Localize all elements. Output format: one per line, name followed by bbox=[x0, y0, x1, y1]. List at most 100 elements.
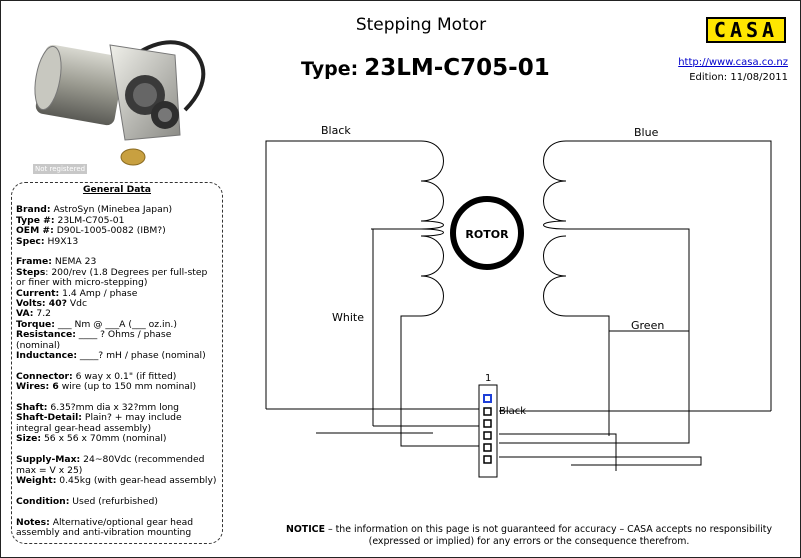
spec-value: Plain? + may include integral gear-head … bbox=[16, 412, 182, 434]
spec-value: Used (refurbished) bbox=[69, 495, 158, 507]
spec-value: 1.4 Amp / phase bbox=[59, 287, 138, 299]
website-link[interactable]: http://www.casa.co.nz bbox=[678, 57, 788, 68]
spec-row: Resistance: ____ ? Ohms / phase (nominal… bbox=[16, 329, 218, 351]
casa-logo: CASA bbox=[706, 17, 786, 43]
spec-row: Condition: Used (refurbished) bbox=[16, 495, 218, 507]
type-label: Type: bbox=[301, 58, 359, 80]
spec-row: Torque: ___ Nm @ ___A (___ oz.in.) bbox=[16, 318, 218, 330]
spec-value: 6.35?mm dia x 32?mm long bbox=[47, 402, 180, 414]
spec-row: Connector: 6 way x 0.1" (if fitted) bbox=[16, 370, 218, 382]
photo-watermark: Not registered bbox=[33, 164, 88, 174]
disclaimer-notice: NOTICE – the information on this page is… bbox=[269, 524, 789, 548]
rotor-label: ROTOR bbox=[465, 228, 509, 241]
spec-value: AstroSyn (Minebea Japan) bbox=[50, 204, 173, 216]
spec-label: Steps bbox=[16, 266, 46, 278]
spec-row: Notes: Alternative/optional gear head as… bbox=[16, 516, 218, 539]
connector-pin-4 bbox=[483, 431, 492, 440]
general-data-rows: Brand: AstroSyn (Minebea Japan)Type #: 2… bbox=[16, 205, 218, 538]
spec-label: Spec: bbox=[16, 235, 45, 247]
notice-text: – the information on this page is not gu… bbox=[324, 524, 773, 547]
left-coil-lower bbox=[371, 228, 444, 411]
spec-row: OEM #: D90L-1005-0082 (IBM?) bbox=[16, 226, 218, 236]
spec-value: NEMA 23 bbox=[51, 256, 97, 268]
wire-right-lower bbox=[499, 421, 690, 444]
spec-row: Supply-Max: 24~80Vdc (recommended max = … bbox=[16, 454, 218, 476]
rotor-circle bbox=[450, 196, 524, 270]
spec-label: OEM #: bbox=[16, 225, 54, 237]
wire-right-center bbox=[499, 433, 617, 471]
wire-white-to-connector bbox=[400, 411, 491, 447]
connector-pin-number: 1 bbox=[485, 373, 491, 384]
motor-photo bbox=[15, 15, 225, 175]
spec-label: Frame: bbox=[16, 256, 52, 268]
spec-value: H9X13 bbox=[44, 235, 79, 247]
connector-pin-5 bbox=[483, 443, 492, 452]
spec-label: Torque: bbox=[16, 318, 55, 330]
connector-pin-1 bbox=[483, 394, 492, 403]
spec-label: Wires: 6 bbox=[16, 381, 59, 393]
wire-label-white: White bbox=[332, 311, 364, 324]
spec-row: Size: 56 x 56 x 70mm (nominal) bbox=[16, 434, 218, 444]
spec-row: Current: 1.4 Amp / phase bbox=[16, 287, 218, 299]
general-data-panel: General Data Brand: AstroSyn (Minebea Ja… bbox=[11, 182, 223, 544]
page-title: Stepping Motor bbox=[355, 15, 487, 35]
spec-value: 24~80Vdc (recommended max = V x 25) bbox=[16, 454, 205, 476]
connector-pins bbox=[483, 394, 492, 464]
spec-row: Shaft-Detail: Plain? + may include integ… bbox=[16, 413, 218, 434]
spec-label: Weight: bbox=[16, 474, 57, 486]
spec-label: VA: bbox=[16, 308, 34, 320]
spec-value: Vdc bbox=[66, 298, 88, 310]
spec-row: Spec: H9X13 bbox=[16, 235, 218, 247]
spec-label: Condition: bbox=[16, 495, 70, 507]
spec-value: 0.45kg (with gear-head assembly) bbox=[56, 474, 217, 486]
wire-label-blue: Blue bbox=[634, 126, 659, 139]
connector-pin-2 bbox=[483, 407, 492, 416]
left-coil-upper bbox=[265, 140, 444, 426]
type-line: Type:23LM-C705-01 bbox=[301, 55, 550, 81]
edition-date: Edition: 11/08/2011 bbox=[689, 72, 788, 83]
spec-label: Shaft: bbox=[16, 402, 48, 414]
spec-row: Weight: 0.45kg (with gear-head assembly) bbox=[16, 474, 218, 486]
general-data-heading: General Data bbox=[82, 184, 152, 195]
spec-value: 23LM-C705-01 bbox=[54, 214, 125, 226]
spec-row: Frame: NEMA 23 bbox=[16, 257, 218, 267]
spec-value: Alternative/optional gear head assembly … bbox=[16, 516, 194, 538]
spec-row: Steps: 200/rev (1.8 Degrees per full-ste… bbox=[16, 266, 218, 289]
spec-label: Resistance: bbox=[16, 329, 76, 341]
type-value: 23LM-C705-01 bbox=[364, 55, 550, 81]
spec-label: Supply-Max: bbox=[16, 454, 81, 466]
wire-label-black: Black bbox=[321, 124, 351, 137]
right-green-lead bbox=[608, 316, 689, 332]
spec-row: Shaft: 6.35?mm dia x 32?mm long bbox=[16, 402, 218, 414]
spec-row: Brand: AstroSyn (Minebea Japan) bbox=[16, 205, 218, 215]
right-coil-upper bbox=[543, 140, 772, 411]
wire-label-green: Green bbox=[631, 319, 664, 332]
spec-value: 7.2 bbox=[33, 308, 51, 320]
spec-value: 6 way x 0.1" (if fitted) bbox=[72, 370, 177, 382]
spec-row: Volts: 40? Vdc bbox=[16, 298, 218, 310]
spec-row: Type #: 23LM-C705-01 bbox=[16, 214, 218, 226]
spec-value: 56 x 56 x 70mm (nominal) bbox=[41, 433, 167, 445]
spec-label: Volts: 40? bbox=[16, 298, 67, 310]
right-coil-lower bbox=[543, 235, 610, 436]
wire-right-bottom bbox=[499, 456, 702, 466]
wiring-diagram: ROTOR Black Blue White Green 1 Black bbox=[265, 124, 772, 478]
connector-pin-3 bbox=[483, 419, 492, 428]
right-center-lead bbox=[613, 228, 690, 421]
spec-value: wire (up to 150 mm nominal) bbox=[58, 381, 197, 393]
spec-label: Size: bbox=[16, 433, 42, 445]
spec-value: ___ Nm @ ___A (___ oz.in.) bbox=[54, 318, 177, 330]
spec-label: Brand: bbox=[16, 204, 51, 216]
connector-label: Black bbox=[499, 406, 526, 417]
spec-value: D90L-1005-0082 (IBM?) bbox=[53, 225, 166, 237]
spec-value: ____? mH / phase (nominal) bbox=[77, 350, 206, 362]
spec-value: ____ ? Ohms / phase (nominal) bbox=[16, 329, 172, 351]
motor-illustration bbox=[34, 40, 206, 166]
spec-label: Notes: bbox=[16, 516, 50, 528]
spec-row: Inductance: ____? mH / phase (nominal) bbox=[16, 350, 218, 362]
spec-label: Connector: bbox=[16, 370, 73, 382]
spec-value: : 200/rev (1.8 Degrees per full-step or … bbox=[16, 266, 208, 289]
spec-row: VA: 7.2 bbox=[16, 309, 218, 319]
connector-pin-6 bbox=[483, 455, 492, 464]
